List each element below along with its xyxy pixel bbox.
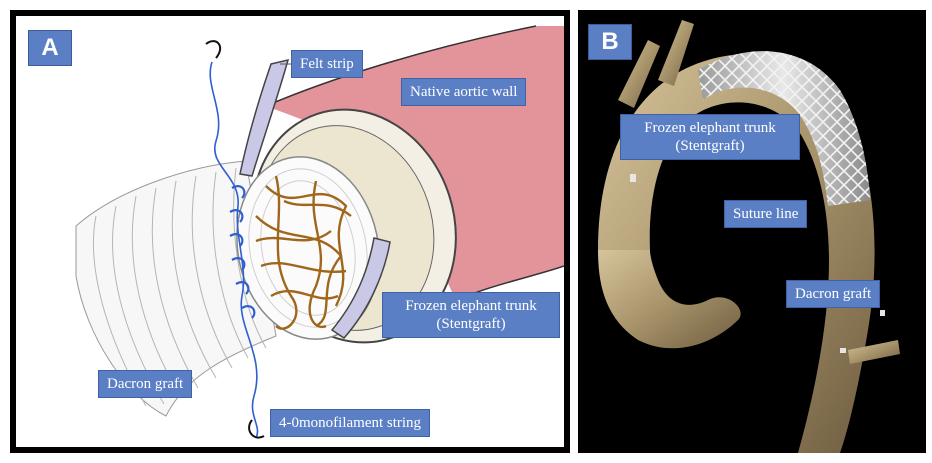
ascending-aorta-shape — [598, 250, 741, 348]
label-dacron-graft: Dacron graft — [98, 370, 192, 398]
label-frozen-elephant-trunk-line2: (Stentgraft) — [391, 315, 551, 333]
label-b-dacron-graft: Dacron graft — [786, 280, 880, 308]
panel-a: A Felt strip Native aortic wall Frozen e… — [10, 10, 570, 453]
panel-letter-a: A — [28, 30, 72, 66]
label-b-frozen-elephant-trunk: Frozen elephant trunk (Stentgraft) — [620, 114, 800, 160]
label-b-frozen-elephant-trunk-line1: Frozen elephant trunk — [629, 119, 791, 137]
label-frozen-elephant-trunk: Frozen elephant trunk (Stentgraft) — [382, 292, 560, 338]
label-felt-strip: Felt strip — [291, 50, 363, 78]
panel-a-canvas: A Felt strip Native aortic wall Frozen e… — [16, 16, 564, 447]
panel-b: B Frozen elephant trunk (Stentgraft) Sut… — [578, 10, 926, 453]
panel-letter-b: B — [588, 24, 632, 60]
ct-rendering — [578, 10, 926, 453]
label-frozen-elephant-trunk-line1: Frozen elephant trunk — [391, 297, 551, 315]
label-suture-line: Suture line — [724, 200, 807, 228]
label-monofilament-string: 4-0monofilament string — [270, 409, 430, 437]
label-b-frozen-elephant-trunk-line2: (Stentgraft) — [629, 137, 791, 155]
label-native-aortic-wall: Native aortic wall — [401, 78, 526, 106]
